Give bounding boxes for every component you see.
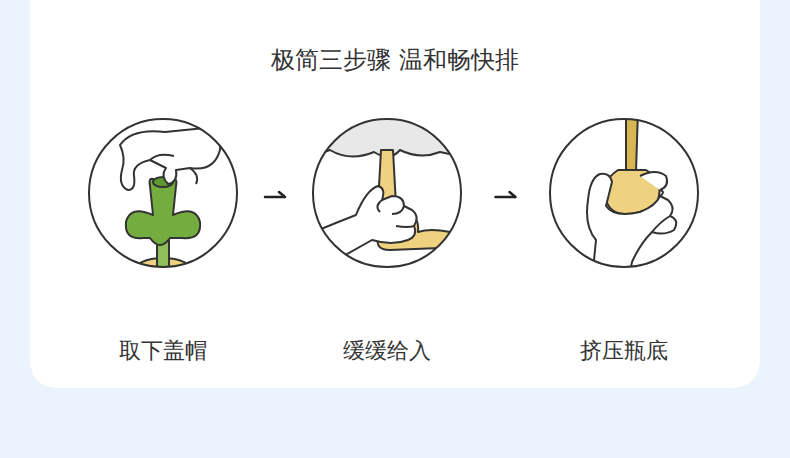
card <box>30 0 760 388</box>
step-arrow <box>496 196 516 199</box>
step-circle <box>550 119 698 267</box>
step-label: 缓缓给入 <box>343 336 431 368</box>
step-node: 缓缓给入 <box>287 112 487 368</box>
insert-illustration <box>300 110 480 270</box>
step-node: 挤压瓶底 <box>524 112 724 368</box>
step-label: 挤压瓶底 <box>580 336 668 368</box>
diagram-title: 极简三步骤 温和畅快排 <box>30 44 760 76</box>
step-circle <box>89 119 237 267</box>
step-node: 取下盖帽 <box>63 112 263 368</box>
step-arrow <box>265 196 285 199</box>
step-label: 取下盖帽 <box>119 336 207 368</box>
step-circle <box>313 119 461 267</box>
